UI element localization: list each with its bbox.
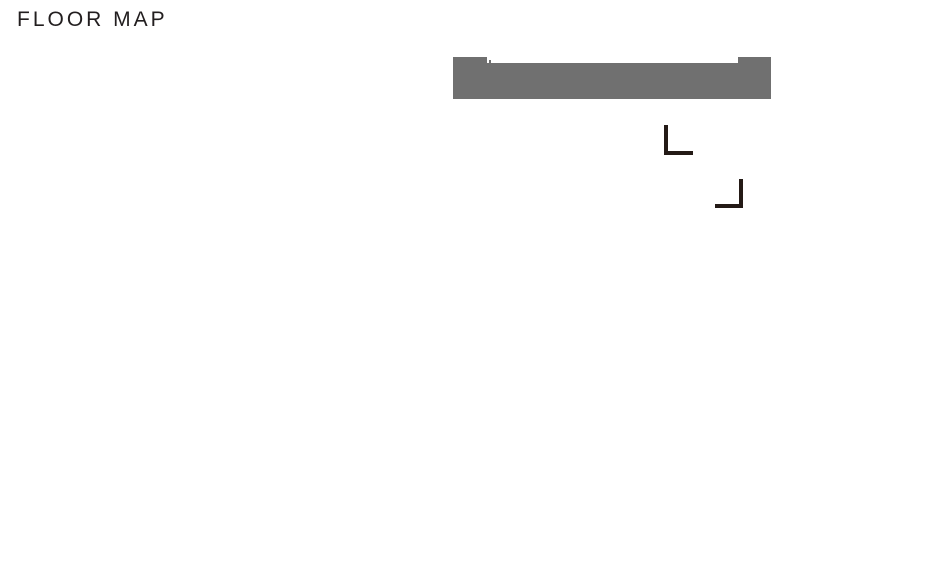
wall-corner-mark-2-horizontal xyxy=(715,204,743,208)
wall-corner-mark-1-horizontal xyxy=(664,151,693,155)
wall-corner-mark-1-vertical xyxy=(664,125,668,155)
building-footprint-left-tab xyxy=(453,57,487,65)
building-footprint-right-tab xyxy=(738,57,771,65)
building-footprint-body xyxy=(453,63,771,99)
building-footprint-notch-sliver xyxy=(489,60,491,66)
wall-corner-mark-2-vertical xyxy=(739,179,743,208)
page-title: FLOOR MAP xyxy=(17,8,168,31)
